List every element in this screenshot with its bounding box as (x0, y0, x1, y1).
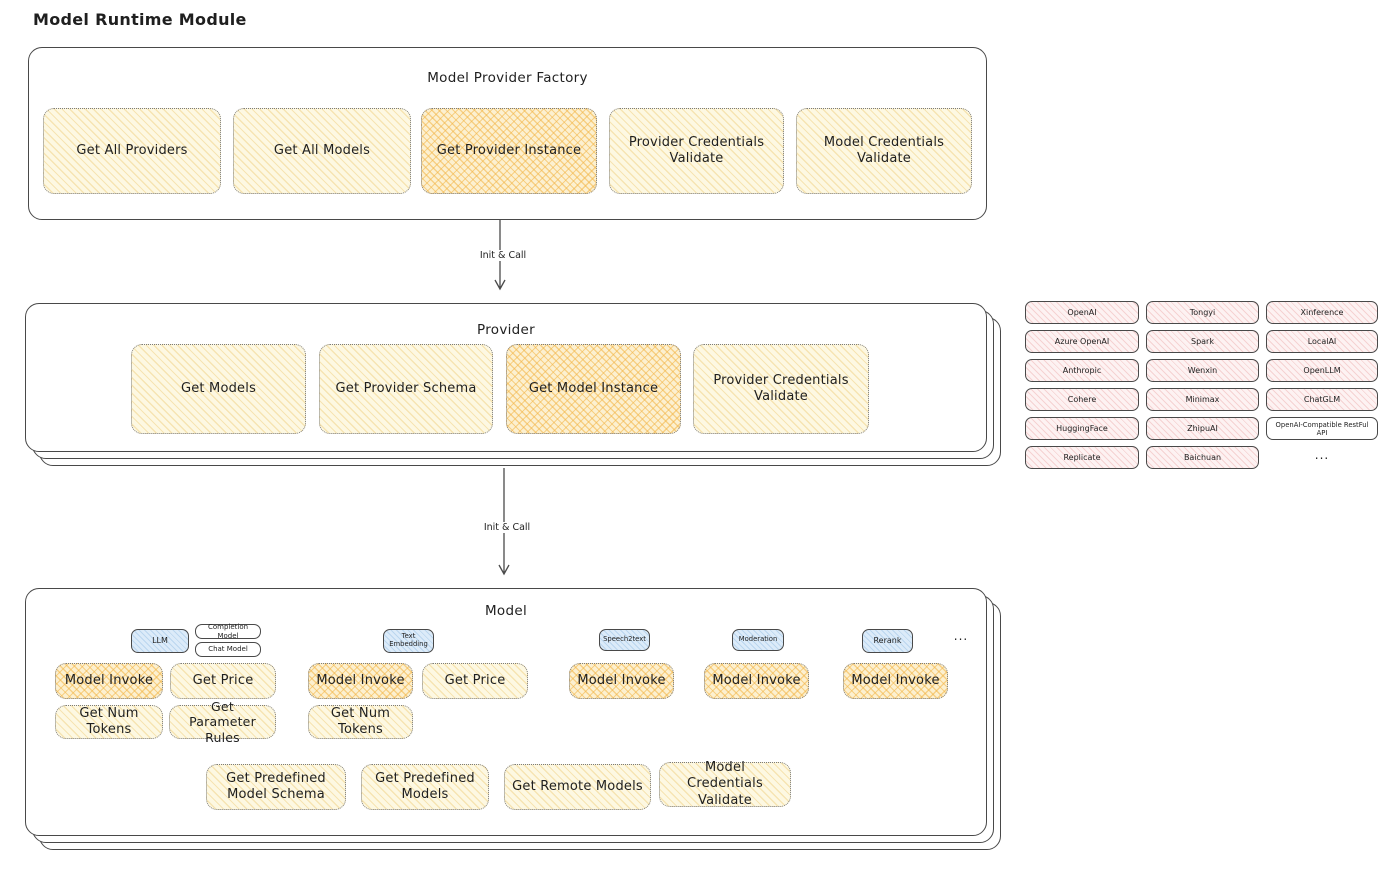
provider-chip-replicate: Replicate (1025, 446, 1139, 469)
op-model-invoke-llm: Model Invoke (55, 663, 163, 699)
provider-chip-wenxin: Wenxin (1146, 359, 1259, 382)
provider-grid-more: ... (1314, 448, 1330, 462)
op-get-predefined-model-schema: Get Predefined Model Schema (206, 764, 346, 810)
provider-chip-openai-compatible-restful-api: OpenAI-Compatible RestFul API (1266, 417, 1378, 440)
provider-chip-cohere: Cohere (1025, 388, 1139, 411)
provider-chip-azure-openai: Azure OpenAI (1025, 330, 1139, 353)
provider-chip-xinference: Xinference (1266, 301, 1378, 324)
provider-chip-anthropic: Anthropic (1025, 359, 1139, 382)
op-model-credentials-validate: Model Credentials Validate (659, 760, 791, 808)
model-tags-more: ... (953, 629, 969, 643)
provider-chip-tongyi: Tongyi (1146, 301, 1259, 324)
factory-op-model-credentials-validate: Model Credentials Validate (796, 108, 972, 194)
factory-op-provider-credentials-validate: Provider Credentials Validate (609, 108, 784, 194)
tag-completion-model: Completion Model (195, 623, 261, 640)
arrow-down-icon (498, 468, 510, 576)
provider-op-get-models: Get Models (131, 344, 306, 434)
provider-op-get-provider-schema: Get Provider Schema (319, 344, 493, 434)
tag-chat-model: Chat Model (195, 642, 261, 657)
op-get-num-tokens-llm: Get Num Tokens (55, 705, 163, 739)
tag-rerank: Rerank (862, 629, 913, 653)
tag-speech2text: Speech2text (599, 629, 650, 651)
op-model-invoke-speech2text: Model Invoke (569, 663, 674, 699)
factory-op-get-all-models: Get All Models (233, 108, 411, 194)
op-model-invoke-text-embedding: Model Invoke (308, 663, 413, 699)
op-model-invoke-rerank: Model Invoke (843, 663, 948, 699)
provider-op-provider-credentials-validate: Provider Credentials Validate (693, 344, 869, 434)
page-title: Model Runtime Module (33, 10, 247, 29)
provider-chip-chatglm: ChatGLM (1266, 388, 1378, 411)
op-get-predefined-models: Get Predefined Models (361, 764, 489, 810)
provider-op-get-model-instance: Get Model Instance (506, 344, 681, 434)
op-get-price-text-embedding: Get Price (422, 663, 528, 699)
provider-chip-zhipuai: ZhipuAI (1146, 417, 1259, 440)
provider-title: Provider (477, 322, 535, 338)
factory-box: Model Provider Factory Get All Providers… (28, 47, 987, 220)
provider-chip-baichuan: Baichuan (1146, 446, 1259, 469)
provider-chip-openai: OpenAI (1025, 301, 1139, 324)
factory-op-get-all-providers: Get All Providers (43, 108, 221, 194)
provider-box: Provider Get Models Get Provider Schema … (25, 303, 987, 452)
init-call-label-1: Init & Call (465, 250, 541, 261)
factory-title: Model Provider Factory (427, 70, 588, 86)
tag-llm: LLM (131, 629, 189, 653)
tag-moderation: Moderation (732, 629, 784, 651)
op-model-invoke-moderation: Model Invoke (704, 663, 809, 699)
model-box: Model LLM Completion Model Chat Model Te… (25, 588, 987, 836)
op-get-parameter-rules: Get Parameter Rules (169, 699, 276, 745)
tag-text-embedding: Text Embedding (383, 629, 434, 653)
provider-chip-localai: LocalAI (1266, 330, 1378, 353)
provider-chip-minimax: Minimax (1146, 388, 1259, 411)
provider-chip-spark: Spark (1146, 330, 1259, 353)
provider-chip-openllm: OpenLLM (1266, 359, 1378, 382)
provider-chip-huggingface: HuggingFace (1025, 417, 1139, 440)
factory-op-get-provider-instance: Get Provider Instance (421, 108, 597, 194)
model-title: Model (484, 603, 528, 619)
op-get-num-tokens-text-embedding: Get Num Tokens (308, 705, 413, 739)
op-get-remote-models: Get Remote Models (504, 764, 651, 810)
init-call-label-2: Init & Call (469, 522, 545, 533)
op-get-price-llm: Get Price (170, 663, 276, 699)
